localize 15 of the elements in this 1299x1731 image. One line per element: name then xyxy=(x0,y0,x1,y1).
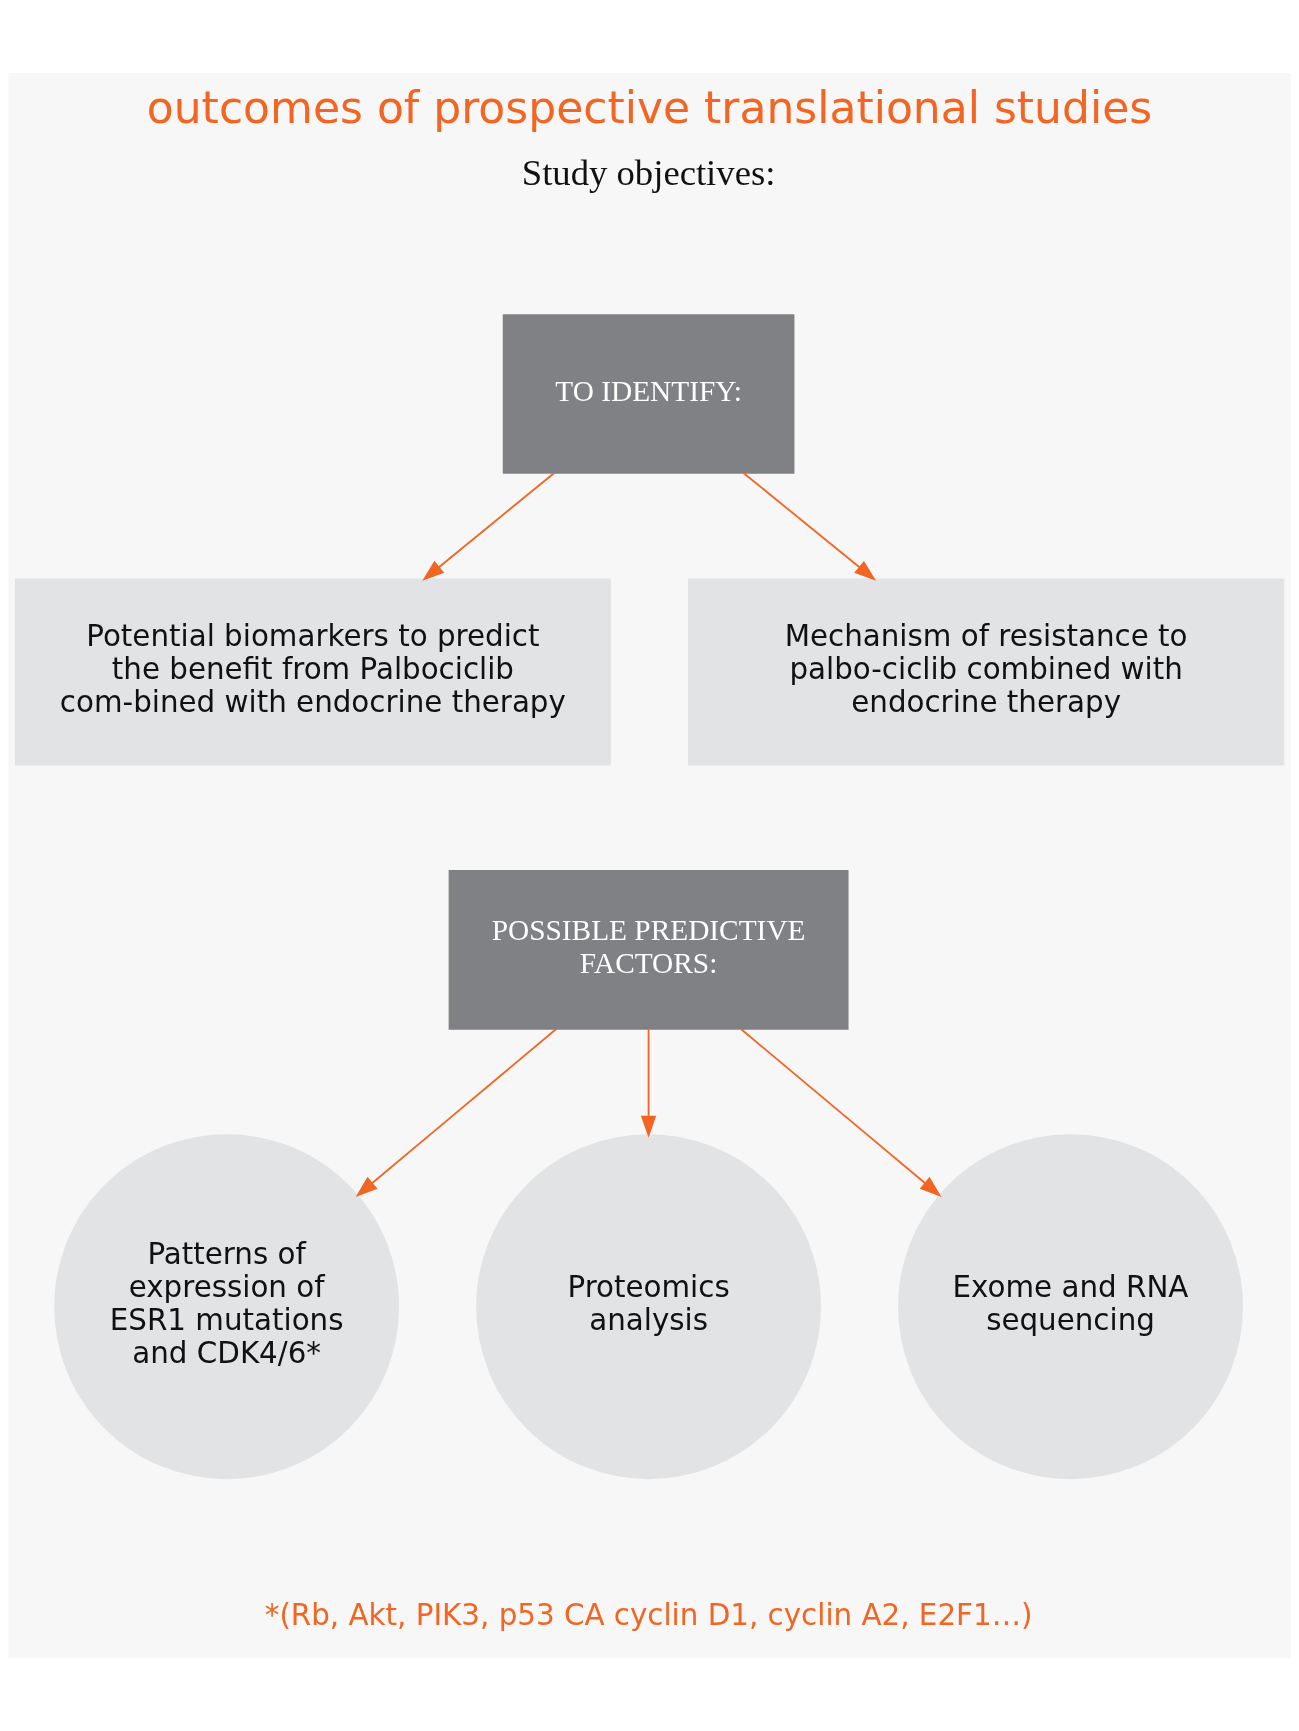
node-circle: Patterns of expression of ESR1 mutations and CDK4/6* xyxy=(54,1134,400,1480)
node-box: Potential biomarkers to predict the benefit from Palbociclib com-bined with endocrine therapy xyxy=(14,578,611,766)
label: *(Rb, Akt, PIK3, p53 CA cyclin D1, cyclin A2, E2F1…) xyxy=(264,1597,1033,1632)
arrow xyxy=(742,472,877,581)
node-circle: Proteomics analysis xyxy=(476,1134,822,1480)
arrow xyxy=(640,1028,657,1138)
arrow xyxy=(422,472,556,581)
label: Study objectives: xyxy=(521,151,776,193)
node-box: TO IDENTIFY: xyxy=(502,314,795,474)
node-box: POSSIBLE PREDICTIVE FACTORS: xyxy=(448,870,849,1030)
arrow xyxy=(355,1027,558,1197)
node-box: Mechanism of resistance to palbo-ciclib combined with endocrine therapy xyxy=(688,578,1285,766)
diagram-title: outcomes of prospective translational studies xyxy=(146,81,1153,133)
arrow xyxy=(739,1027,942,1197)
node-circle: Exome and RNA sequencing xyxy=(898,1134,1243,1480)
